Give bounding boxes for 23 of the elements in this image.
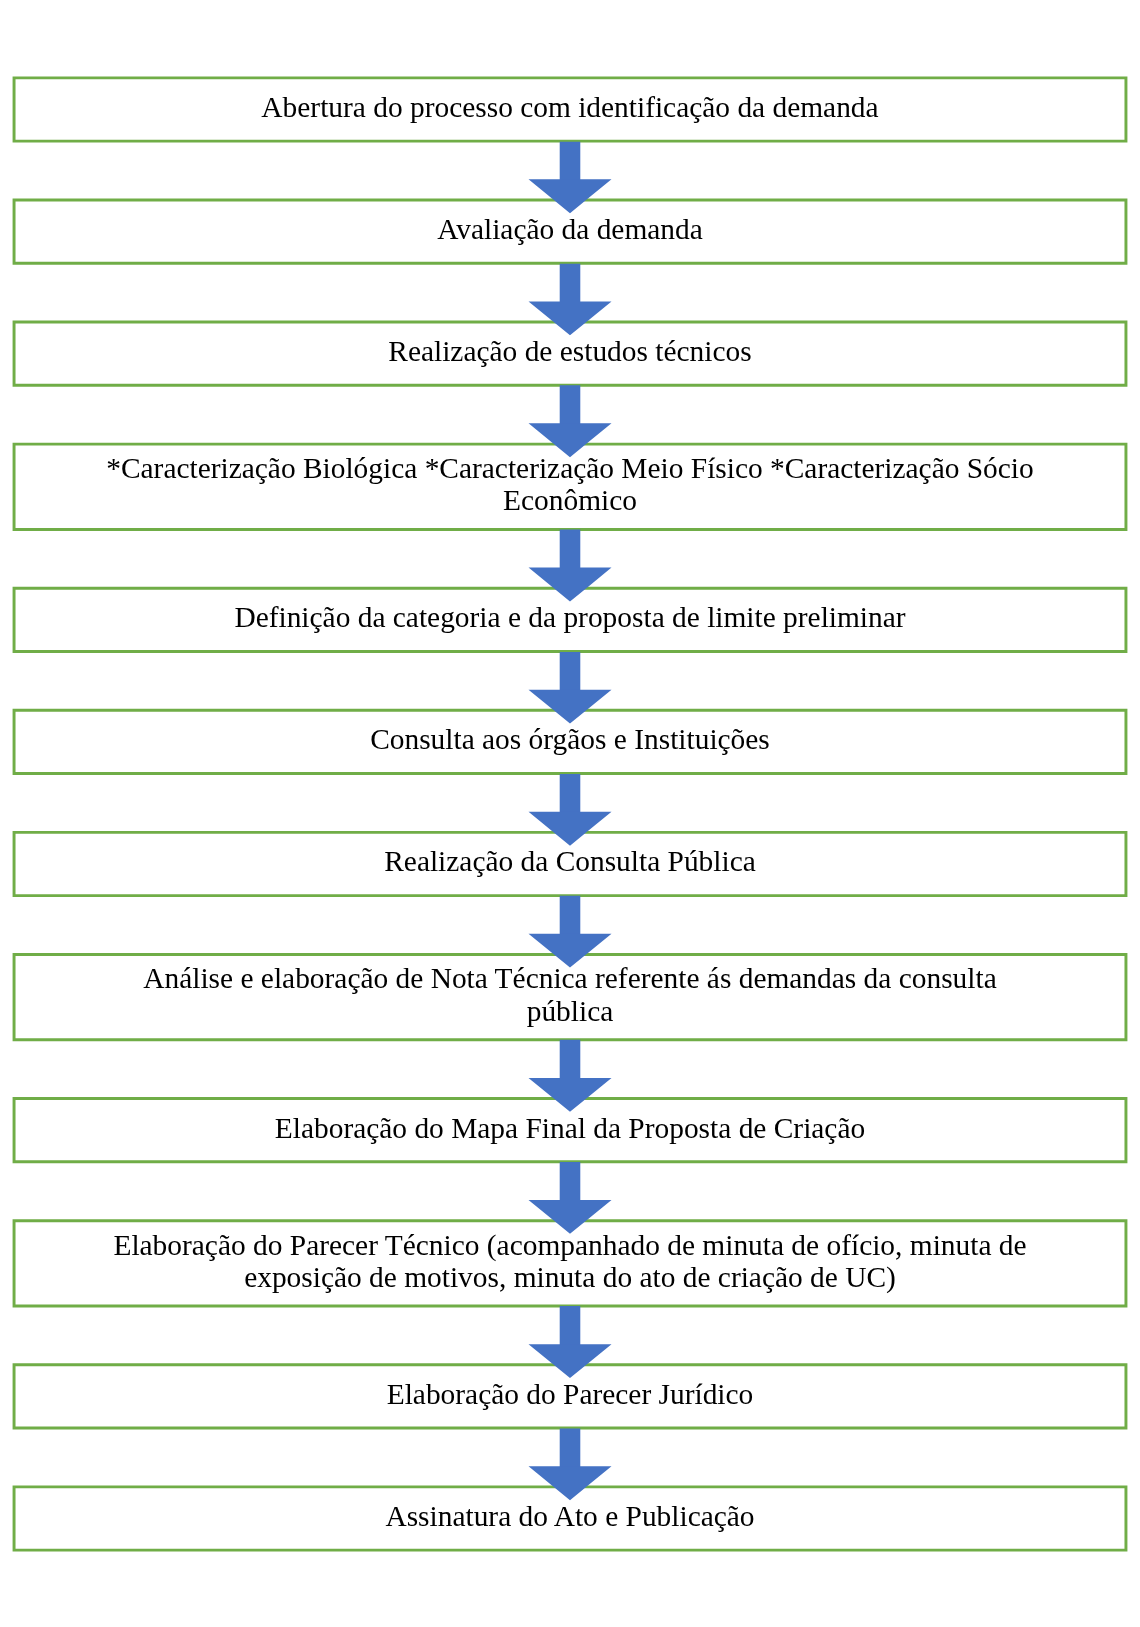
node-box: Elaboração do Parecer Jurídico [12, 1362, 1128, 1429]
arrow [528, 651, 612, 724]
arrow [528, 263, 612, 335]
arrow [528, 528, 612, 601]
node-box: Definição da categoria e da proposta de limite preliminar [12, 586, 1128, 653]
arrow [528, 1039, 612, 1112]
arrow [528, 384, 612, 457]
node-box: Avaliação da demanda [12, 198, 1128, 265]
node-box: Elaboração do Parecer Técnico (acompanhado de minuta de ofício, minuta de exposição de motivos, minuta do ato de criação de UC) [12, 1218, 1128, 1307]
arrow [528, 1428, 612, 1500]
arrow [528, 1305, 612, 1378]
arrow [528, 141, 612, 213]
arrow [528, 895, 612, 968]
node-box: Assinatura do Ato e Publicação [12, 1484, 1128, 1552]
arrow [528, 773, 612, 846]
node-box: Consulta aos órgãos e Instituições [12, 708, 1128, 775]
node-box: Realização da Consulta Pública [12, 830, 1128, 897]
node-box: Abertura do processo com identificação da demanda [12, 75, 1128, 143]
node-box: Realização de estudos técnicos [12, 320, 1128, 387]
node-box: Análise e elaboração de Nota Técnica referente ás demandas da consulta pública [12, 952, 1128, 1041]
node-box: *Caracterização Biológica *Caracterização Meio Físico *Caracterização Sócio Econômico [12, 442, 1128, 531]
arrow [528, 1161, 612, 1234]
node-box: Elaboração do Mapa Final da Proposta de Criação [12, 1096, 1128, 1163]
